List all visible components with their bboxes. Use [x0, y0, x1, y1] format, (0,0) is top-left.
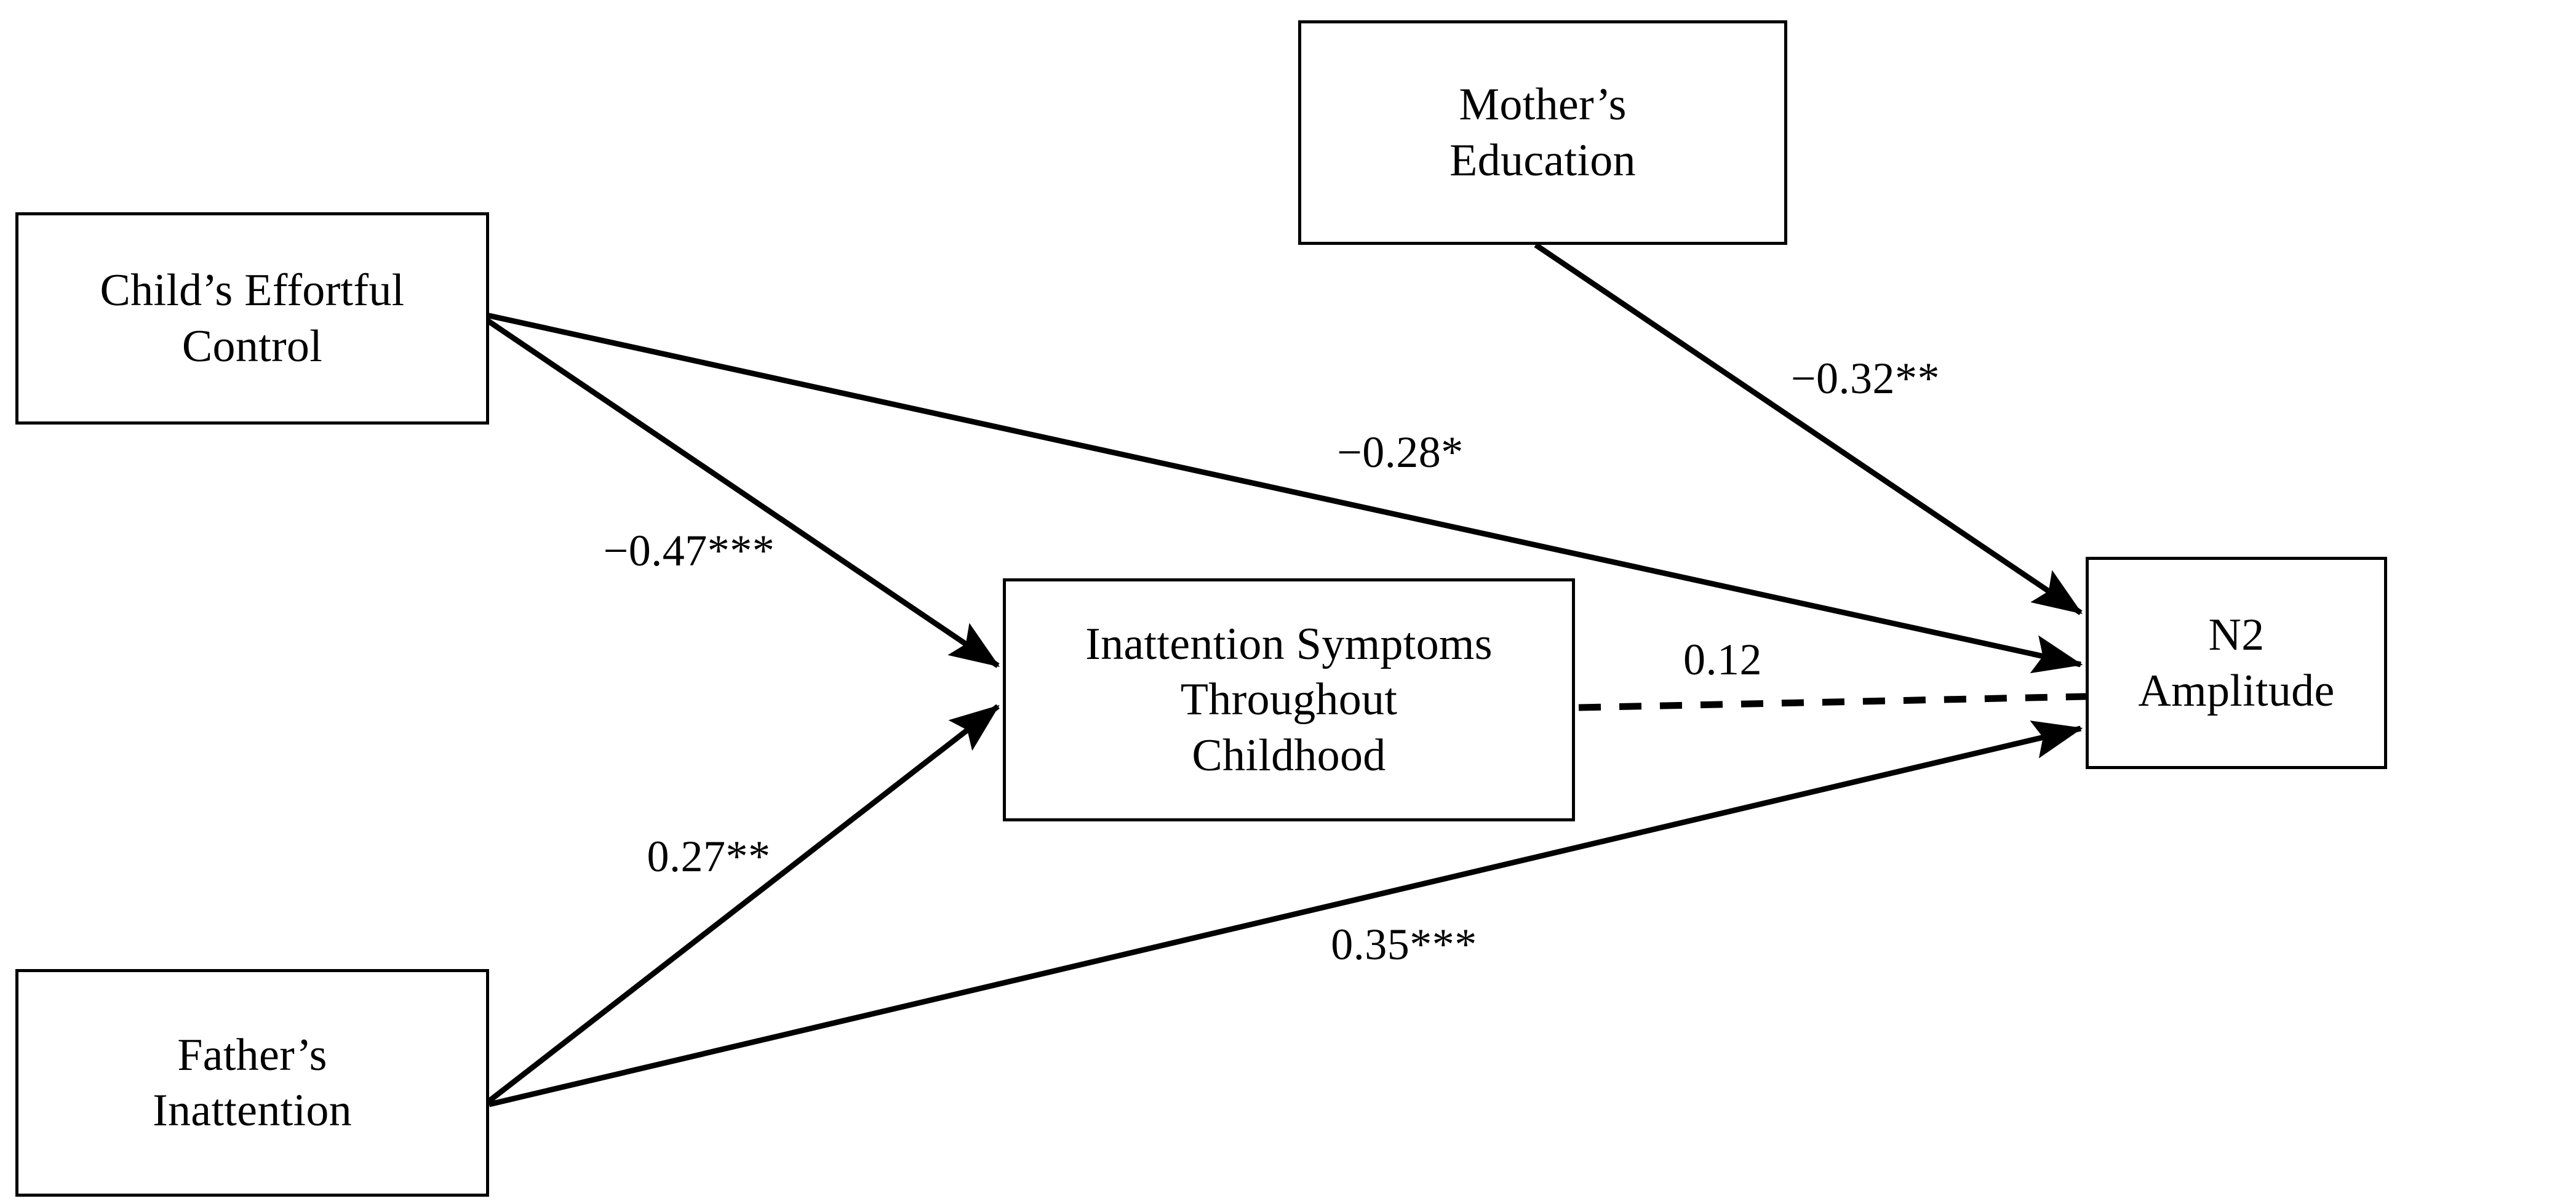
edge-father-to-inattention [486, 704, 1000, 1104]
edge-coefficient-father-to-inattention: 0.27** [647, 832, 771, 881]
node-fathers-inattention[interactable]: Father’s Inattention [15, 969, 489, 1197]
node-label-inattention-symptoms: Inattention Symptoms Throughout Childhoo… [1085, 619, 1493, 781]
edge-father-to-n2 [488, 720, 2083, 1107]
edge-coefficient-father-to-n2: 0.35*** [1331, 920, 1477, 969]
edge-coefficient-ec-to-n2: −0.28* [1337, 428, 1464, 477]
node-inattention-symptoms[interactable]: Inattention Symptoms Throughout Childhoo… [1003, 578, 1575, 821]
node-mothers-education[interactable]: Mother’s Education [1298, 20, 1787, 245]
edge-coefficient-inattention-to-n2: 0.12 [1683, 635, 1762, 684]
node-childs-effortful-control[interactable]: Child’s Effortful Control [15, 212, 489, 425]
edge-inattention-to-n2 [1578, 693, 2086, 711]
edge-coefficient-ec-to-inattention: −0.47*** [603, 526, 775, 575]
edge-ec-to-inattention [483, 316, 1000, 668]
node-label-mothers-education: Mother’s Education [1449, 79, 1636, 186]
node-label-childs-effortful-control: Child’s Effortful Control [100, 265, 405, 372]
node-label-n2-amplitude: N2 Amplitude [2138, 610, 2335, 716]
edge-mother-to-n2 [1534, 242, 2083, 615]
node-n2-amplitude[interactable]: N2 Amplitude [2086, 557, 2387, 769]
edge-coefficient-mother-to-n2: −0.32** [1790, 354, 1940, 403]
node-label-fathers-inattention: Father’s Inattention [153, 1029, 352, 1136]
edge-ec-to-n2 [485, 312, 2083, 674]
